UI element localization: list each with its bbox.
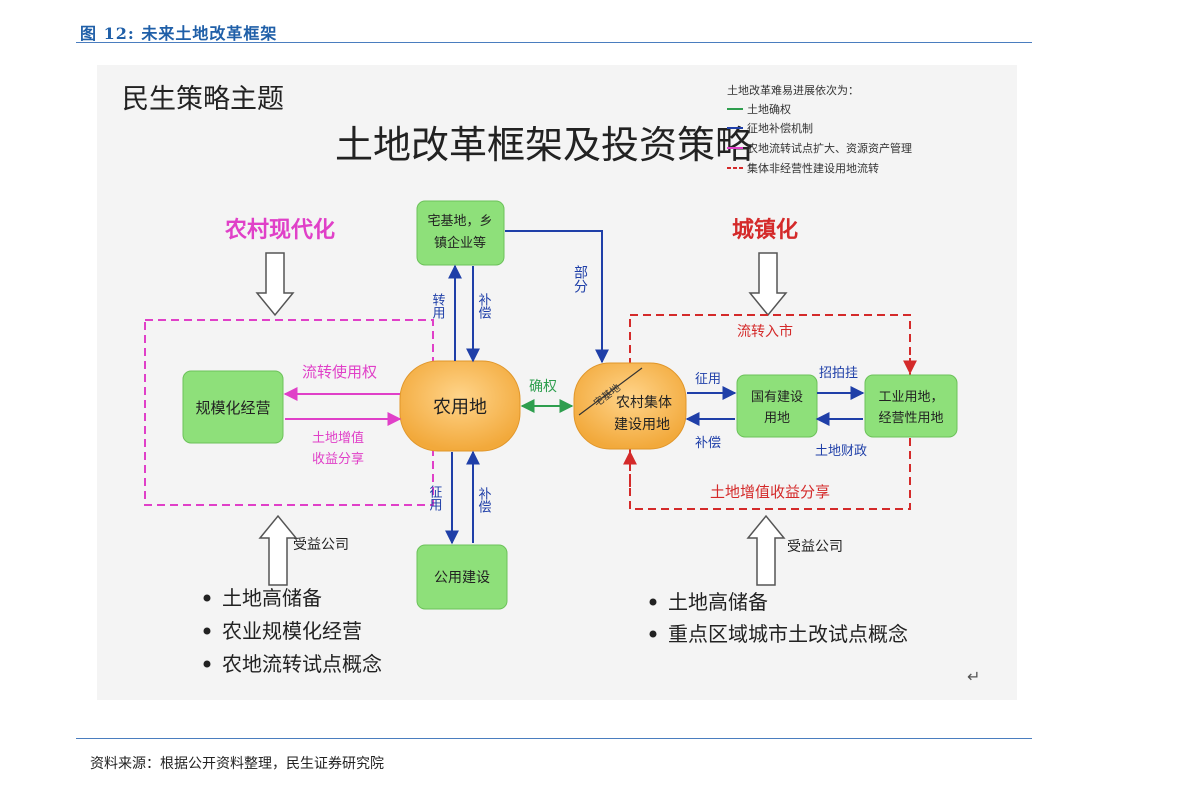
requisition-label: 征用 xyxy=(695,372,721,387)
value-share-label-1: 土地增值 xyxy=(312,430,364,446)
enter-market-label: 流转入市 xyxy=(737,323,793,340)
scale-node xyxy=(182,370,284,444)
return-mark: ↵ xyxy=(967,667,980,686)
req-compensate-label: 补偿 xyxy=(695,436,721,451)
homestead-label-1: 宅基地，乡 xyxy=(427,214,492,229)
header-left: 民生策略主题 xyxy=(122,84,284,115)
diagram-panel: 民生策略主题 土地改革框架及投资策略 土地改革难易进展依次为： 土地确权 征地补… xyxy=(97,65,1017,700)
red-value-share-label: 土地增值收益分享 xyxy=(710,483,830,501)
legend-item-4: 集体非经营性建设用地流转 xyxy=(747,161,879,175)
legend-item-2: 征地补偿机制 xyxy=(747,121,813,135)
public-label: 公用建设 xyxy=(434,570,490,586)
rural-down-arrow xyxy=(255,252,295,317)
auction-label: 招拍挂 xyxy=(819,366,858,381)
diagram-title: 土地改革框架及投资策略 xyxy=(335,123,753,167)
figure-caption: 图 12: 未来土地改革框架 xyxy=(80,24,278,43)
left-bullet-3-dot xyxy=(203,660,211,668)
urban-down-arrow xyxy=(748,252,788,317)
homestead-label-2: 镇企业等 xyxy=(434,235,486,251)
partial-label: 部分 xyxy=(572,265,588,294)
right-bullet-2: 重点区域城市土改试点概念 xyxy=(668,622,908,646)
collective-label-2: 建设用地 xyxy=(614,417,670,433)
compensate-label: 补偿 xyxy=(476,293,492,319)
rural-heading: 农村现代化 xyxy=(224,217,335,243)
urban-heading: 城镇化 xyxy=(732,217,798,243)
left-bullet-1: 土地高储备 xyxy=(222,586,322,610)
state-label-1: 国有建设 xyxy=(751,390,803,405)
legend-heading: 土地改革难易进展依次为： xyxy=(727,83,859,97)
source-note: 资料来源：根据公开资料整理，民生证券研究院 xyxy=(90,756,384,772)
farmland-label: 农用地 xyxy=(433,397,487,418)
collective-node xyxy=(573,362,687,450)
right-beneficiary-arrow xyxy=(746,514,786,586)
transfer-use-label: 转用 xyxy=(430,293,446,320)
homestead-node xyxy=(416,200,505,266)
industrial-node xyxy=(864,374,958,438)
legend-item-3: 农地流转试点扩大、资源资产管理 xyxy=(747,141,912,155)
industrial-label-1: 工业用地， xyxy=(878,390,943,405)
scale-label: 规模化经营 xyxy=(195,399,270,417)
state-node xyxy=(736,374,818,438)
value-share-label-2: 收益分享 xyxy=(312,451,364,467)
diagram-svg: 民生策略主题 土地改革框架及投资策略 土地改革难易进展依次为： 土地确权 征地补… xyxy=(122,83,980,686)
left-bullet-2-dot xyxy=(203,627,211,635)
vert-compensate-label: 补偿 xyxy=(476,487,492,513)
right-bullet-2-dot xyxy=(649,630,657,638)
state-label-2: 用地 xyxy=(764,411,790,426)
left-bullet-3: 农地流转试点概念 xyxy=(222,652,382,676)
confirm-label: 确权 xyxy=(529,379,557,395)
land-finance-label: 土地财政 xyxy=(815,444,867,459)
arrow-partial xyxy=(505,230,609,364)
right-bullet-1: 土地高储备 xyxy=(668,590,768,614)
public-node xyxy=(416,544,508,610)
collective-label-1: 农村集体 xyxy=(616,394,672,411)
legend-item-1: 土地确权 xyxy=(747,103,791,116)
flow-use-label: 流转使用权 xyxy=(302,363,377,381)
top-rule xyxy=(76,42,1032,43)
left-bullet-2: 农业规模化经营 xyxy=(222,619,362,643)
right-bullet-1-dot xyxy=(649,598,657,606)
vert-requisition-label: 征用 xyxy=(427,485,443,512)
right-beneficiary-label: 受益公司 xyxy=(787,539,843,555)
left-bullet-1-dot xyxy=(203,594,211,602)
left-beneficiary-label: 受益公司 xyxy=(293,537,349,553)
bottom-rule xyxy=(76,738,1032,739)
farmland-node xyxy=(399,360,521,452)
industrial-label-2: 经营性用地 xyxy=(878,411,943,426)
collective-divider xyxy=(578,367,643,416)
left-beneficiary-arrow xyxy=(258,514,298,586)
